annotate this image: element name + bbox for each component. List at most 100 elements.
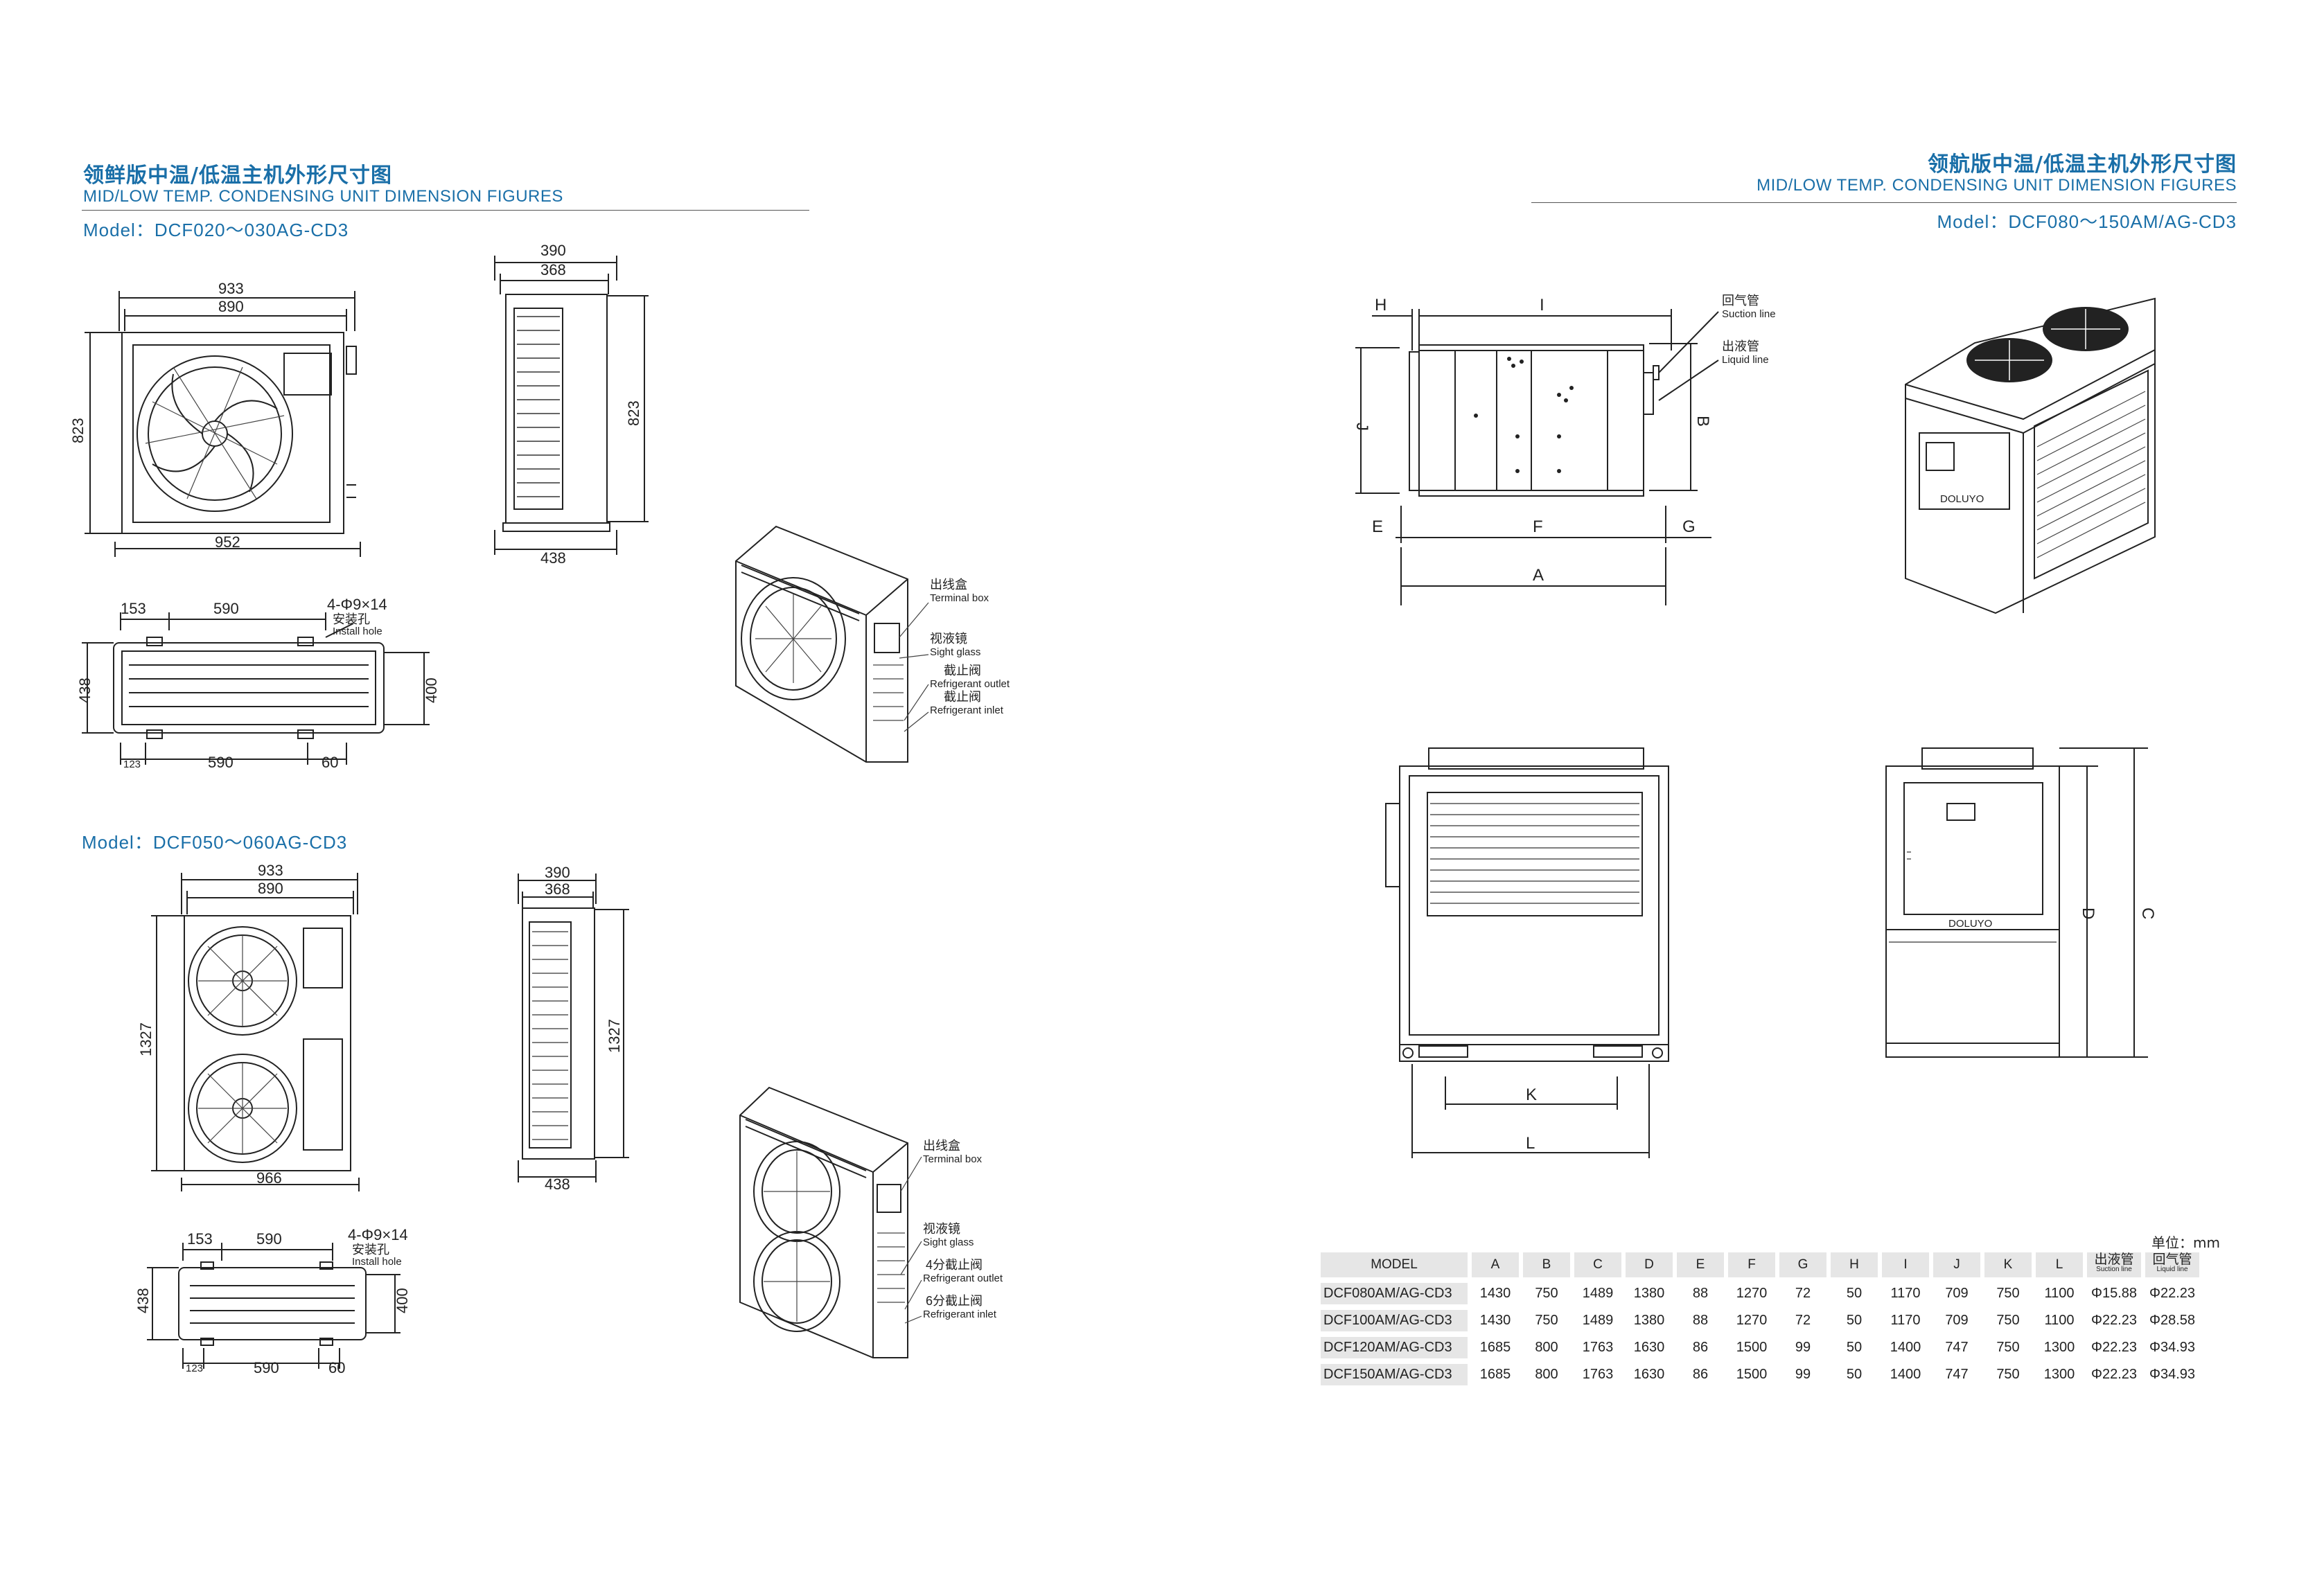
cell-k: 750 bbox=[1996, 1286, 2020, 1301]
cell-i: 1400 bbox=[1890, 1340, 1921, 1355]
u2-front-top-inner: 890 bbox=[258, 880, 283, 897]
u1-side-bottom: 438 bbox=[540, 549, 566, 567]
suction-cn: 回气管 bbox=[1722, 294, 1759, 308]
unit2-plan-view: 153 590 4-Φ9×14 安装孔 Install hole 438 400… bbox=[134, 1226, 411, 1376]
unit2-iso-view: 出线盒 Terminal box 视液镜 Sight glass 4分截止阀 R… bbox=[739, 1086, 1003, 1358]
cell-c: 1489 bbox=[1582, 1286, 1614, 1301]
u1-plan-bottom-right: 60 bbox=[322, 754, 338, 771]
cell-liquid-pipe: Φ22.23 bbox=[2091, 1313, 2138, 1328]
unit1-side-view: 390 368 823 438 bbox=[494, 242, 649, 567]
cell-k: 750 bbox=[1996, 1340, 2020, 1355]
cell-a: 1685 bbox=[1479, 1340, 1511, 1355]
dim-E: E bbox=[1372, 517, 1383, 536]
cell-l: 1300 bbox=[2043, 1340, 2075, 1355]
u2-front-bottom: 966 bbox=[256, 1169, 282, 1187]
cell-d: 1380 bbox=[1633, 1286, 1665, 1301]
u2-side-bottom: 438 bbox=[545, 1176, 570, 1193]
u2-plan-hole-en: Install hole bbox=[352, 1256, 402, 1268]
table-row: DCF100AM/AG-CD3 1430 750 1489 1380 88 12… bbox=[1321, 1310, 2199, 1331]
u1-terminal-cn: 出线盒 bbox=[930, 578, 967, 592]
cell-c: 1763 bbox=[1582, 1340, 1614, 1355]
u2-inlet-cn: 6分截止阀 bbox=[926, 1294, 983, 1308]
table-row: DCF120AM/AG-CD3 1685 800 1763 1630 86 15… bbox=[1321, 1337, 2199, 1358]
th-e: E bbox=[1677, 1252, 1724, 1277]
th-g: G bbox=[1779, 1252, 1826, 1277]
cell-a: 1430 bbox=[1479, 1286, 1511, 1301]
cell-c: 1489 bbox=[1582, 1313, 1614, 1328]
cell-a: 1430 bbox=[1479, 1313, 1511, 1328]
u2-terminal-en: Terminal box bbox=[923, 1153, 983, 1165]
right-model: Model：DCF080～150AM/AG-CD3 bbox=[1937, 211, 2237, 232]
u2-side-top-inner: 368 bbox=[545, 880, 570, 898]
u1-plan-hole-en: Install hole bbox=[333, 626, 382, 637]
u2-outlet-en: Refrigerant outlet bbox=[923, 1273, 1003, 1284]
left-title-en: MID/LOW TEMP. CONDENSING UNIT DIMENSION … bbox=[83, 187, 563, 206]
dim-B: B bbox=[1693, 416, 1712, 427]
table-row: DCF150AM/AG-CD3 1685 800 1763 1630 86 15… bbox=[1321, 1364, 2199, 1385]
cell-j: 747 bbox=[1945, 1367, 1969, 1382]
u1-outlet-en: Refrigerant outlet bbox=[930, 678, 1010, 690]
cell-d: 1380 bbox=[1633, 1313, 1665, 1328]
u2-plan-mid: 590 bbox=[256, 1230, 282, 1248]
u1-plan-hole-cn: 安装孔 bbox=[333, 612, 370, 626]
left-title-rule bbox=[82, 210, 809, 211]
cell-l: 1300 bbox=[2043, 1367, 2075, 1382]
u1-side-top-outer: 390 bbox=[540, 242, 566, 259]
spec-table-header: MODEL A B C D E F G H I J K L 出液管 Suctio… bbox=[1321, 1252, 2200, 1277]
u2-plan-inner: 400 bbox=[394, 1288, 411, 1313]
cell-h: 50 bbox=[1846, 1367, 1863, 1382]
cell-i: 1170 bbox=[1890, 1286, 1921, 1301]
dim-G: G bbox=[1682, 517, 1696, 536]
u2-plan-hole-spec: 4-Φ9×14 bbox=[348, 1226, 408, 1243]
th-liquid-pipe-cn: 出液管 bbox=[2094, 1252, 2134, 1267]
u1-plan-left: 153 bbox=[121, 600, 146, 617]
left-model-2: Model：DCF050～060AG-CD3 bbox=[82, 832, 348, 853]
right-title-en: MID/LOW TEMP. CONDENSING UNIT DIMENSION … bbox=[1757, 176, 2237, 195]
cell-d: 1630 bbox=[1633, 1340, 1665, 1355]
cell-k: 750 bbox=[1996, 1313, 2020, 1328]
unit1-iso-view: 出线盒 Terminal box 视液镜 Sight glass 截止阀 Ref… bbox=[735, 525, 1010, 763]
u1-outlet-cn: 截止阀 bbox=[944, 664, 981, 677]
cell-b: 750 bbox=[1535, 1313, 1558, 1328]
u2-terminal-cn: 出线盒 bbox=[923, 1139, 960, 1153]
u1-front-height: 823 bbox=[69, 418, 87, 443]
u2-front-height: 1327 bbox=[137, 1022, 155, 1056]
liquid-cn: 出液管 bbox=[1722, 339, 1759, 353]
u2-plan-left: 153 bbox=[187, 1230, 213, 1248]
cell-a: 1685 bbox=[1479, 1367, 1511, 1382]
dim-H: H bbox=[1375, 296, 1387, 314]
u1-terminal-en: Terminal box bbox=[930, 592, 989, 604]
th-h: H bbox=[1831, 1252, 1878, 1277]
cell-l: 1100 bbox=[2044, 1286, 2075, 1301]
cell-f: 1500 bbox=[1736, 1367, 1768, 1382]
th-model: MODEL bbox=[1321, 1252, 1468, 1277]
u1-front-top-inner: 890 bbox=[218, 298, 244, 315]
unit2-side-view: 390 368 1327 438 bbox=[518, 864, 629, 1193]
u2-plan-bottom-left: 123 bbox=[186, 1363, 203, 1374]
cell-c: 1763 bbox=[1582, 1367, 1614, 1382]
cell-l: 1100 bbox=[2044, 1313, 2075, 1328]
cell-e: 88 bbox=[1692, 1286, 1709, 1301]
cell-e: 86 bbox=[1692, 1340, 1709, 1355]
table-row: DCF080AM/AG-CD3 1430 750 1489 1380 88 12… bbox=[1321, 1283, 2199, 1304]
cell-liquid-pipe: Φ15.88 bbox=[2091, 1286, 2138, 1301]
cell-h: 50 bbox=[1846, 1340, 1863, 1355]
th-suction-pipe: 回气管 Liquid line bbox=[2145, 1252, 2200, 1277]
dim-C: C bbox=[2138, 907, 2157, 919]
u2-sight-cn: 视液镜 bbox=[923, 1222, 960, 1236]
u1-plan-bottom-mid: 590 bbox=[208, 754, 234, 771]
cell-j: 709 bbox=[1945, 1286, 1969, 1301]
th-suction-pipe-en: Liquid line bbox=[2156, 1266, 2188, 1273]
cell-e: 86 bbox=[1692, 1367, 1709, 1382]
unit2-front-view: 933 890 1327 966 bbox=[137, 862, 360, 1191]
cell-g: 99 bbox=[1795, 1340, 1811, 1355]
cell-g: 72 bbox=[1795, 1313, 1811, 1328]
cell-f: 1270 bbox=[1736, 1313, 1768, 1328]
unit1-front-view: 933 890 823 952 bbox=[69, 280, 361, 557]
dim-A: A bbox=[1533, 566, 1544, 585]
th-l: L bbox=[2036, 1252, 2083, 1277]
cell-g: 72 bbox=[1795, 1286, 1811, 1301]
th-f: F bbox=[1728, 1252, 1775, 1277]
dim-J: J bbox=[1353, 423, 1371, 431]
suction-en: Suction line bbox=[1722, 308, 1776, 320]
